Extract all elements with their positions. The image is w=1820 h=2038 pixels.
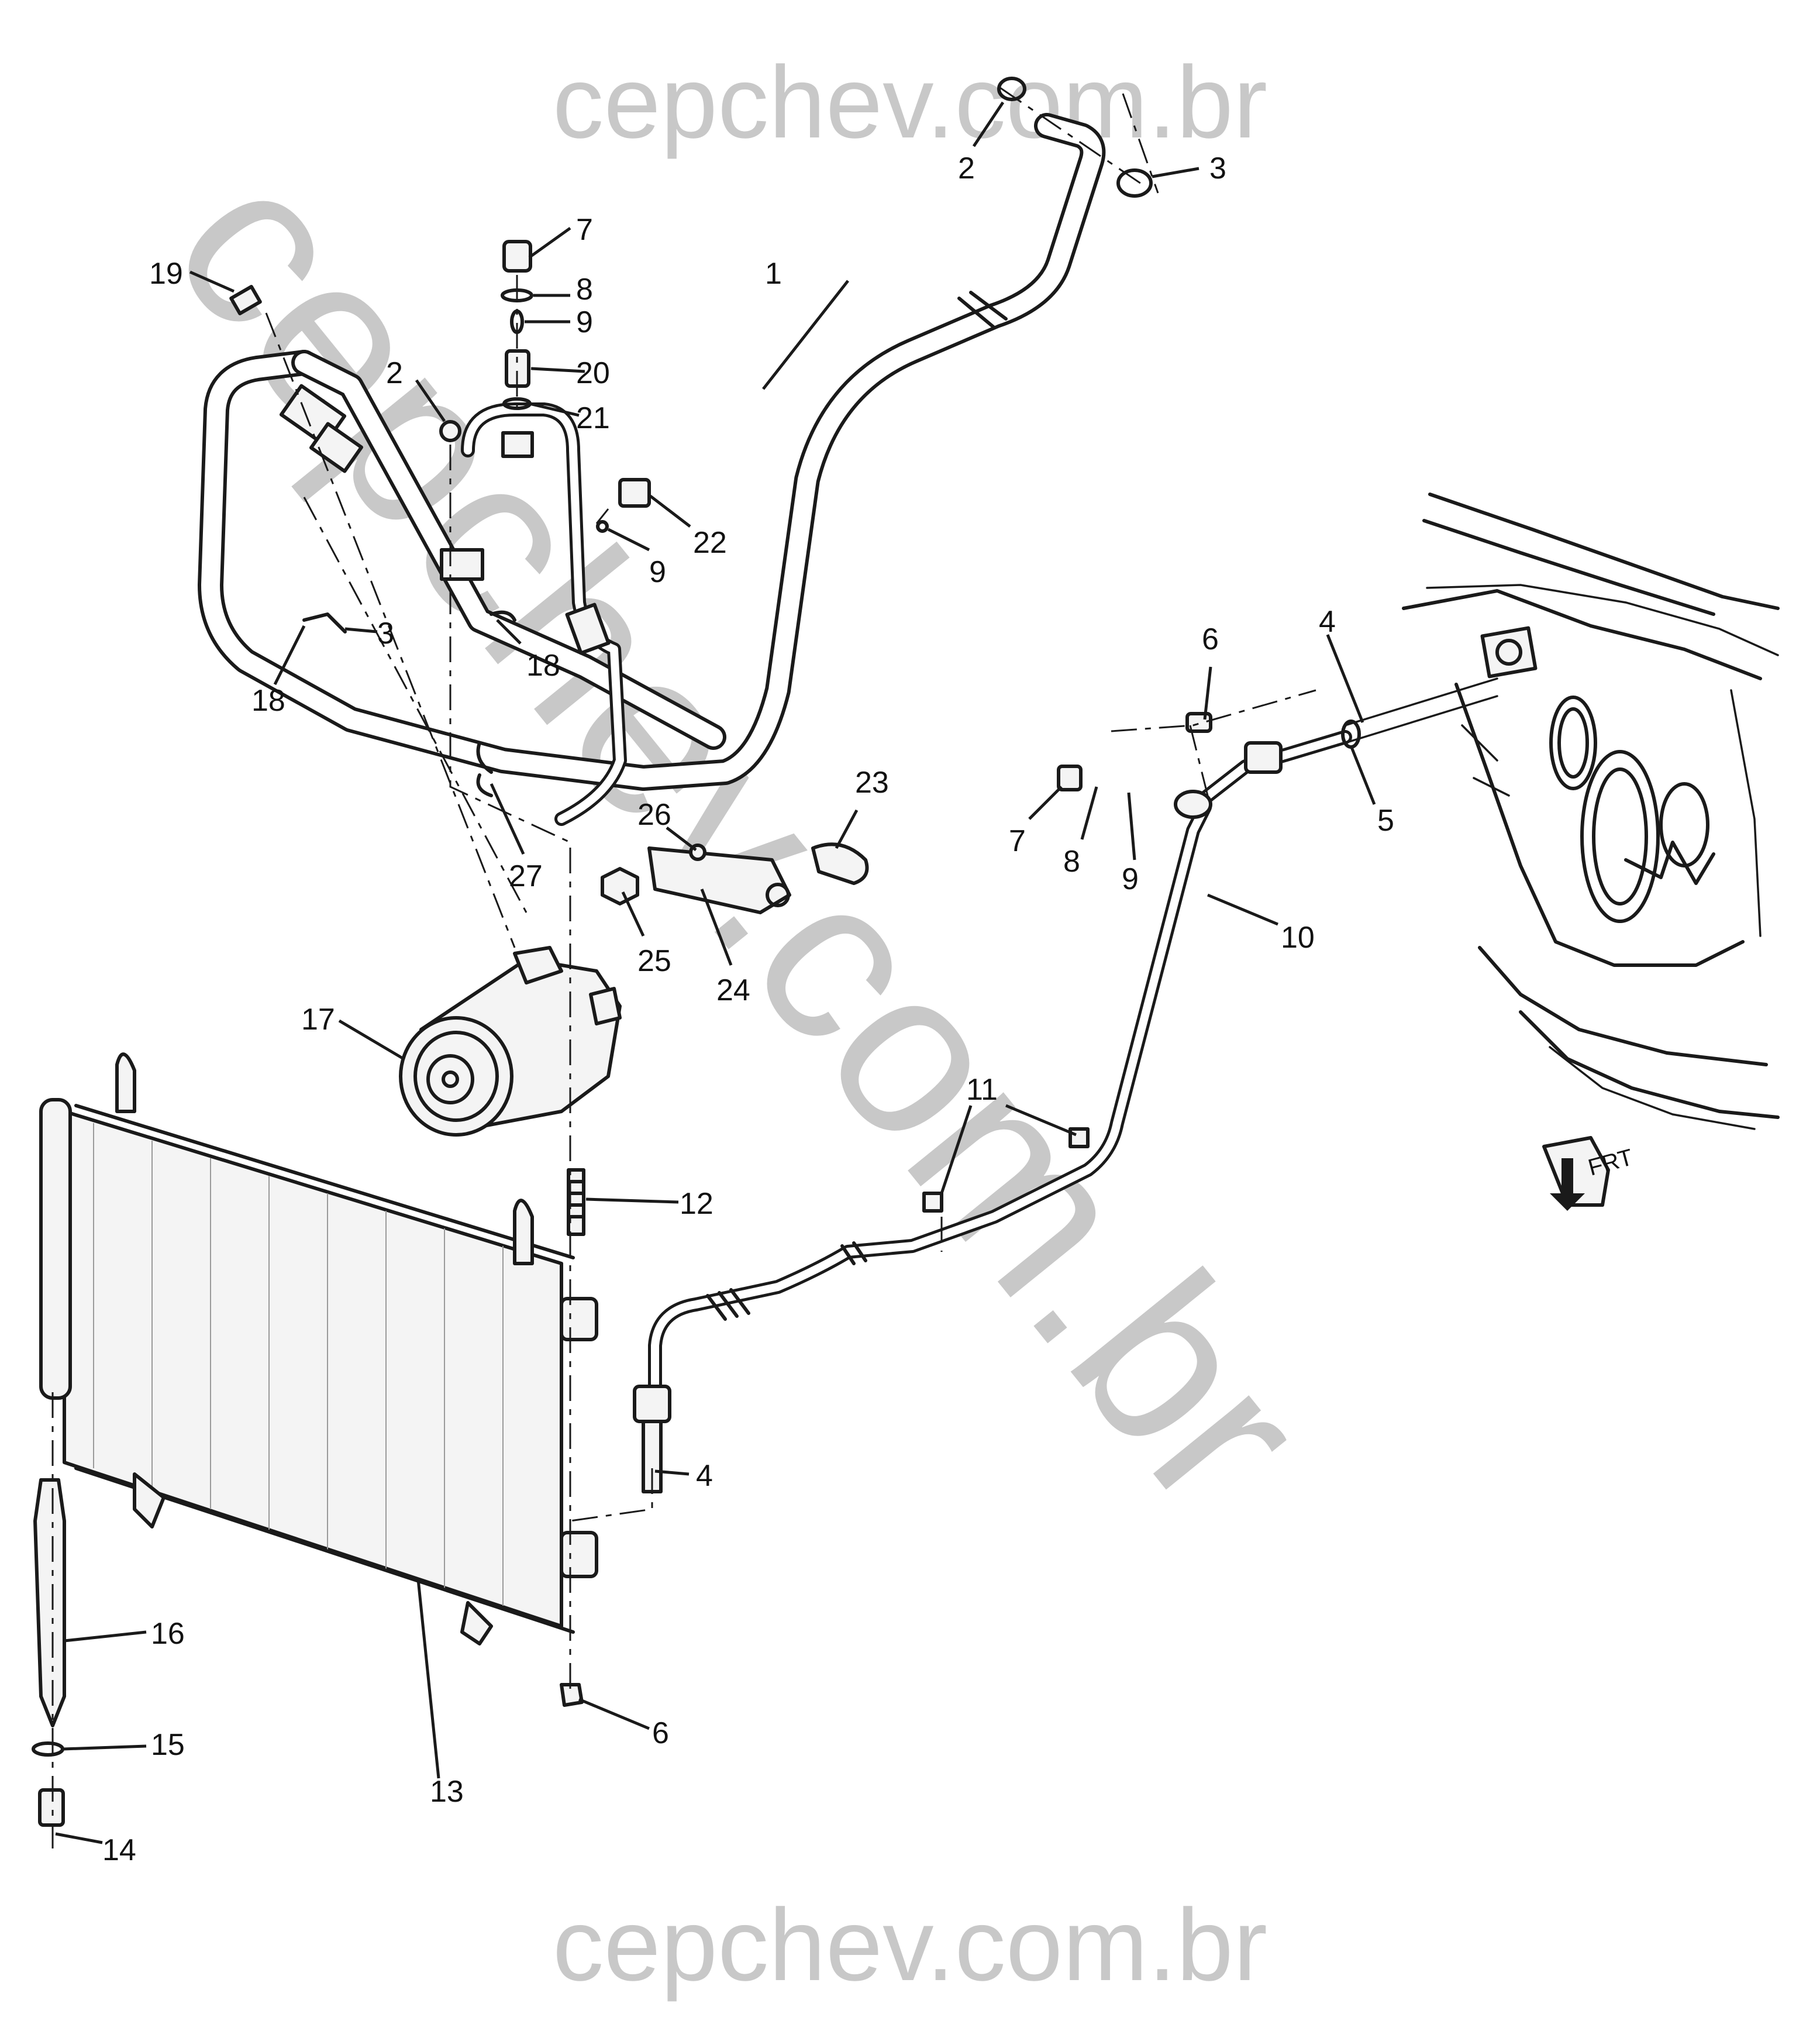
watermark-bottom: cepchev.com.br — [553, 1888, 1267, 2002]
alignment-centerlines — [51, 87, 1316, 1848]
callout-2: 2 — [386, 356, 403, 390]
callout-1: 1 — [765, 257, 782, 291]
callout-23: 23 — [855, 766, 889, 800]
callout-17: 17 — [301, 1003, 335, 1037]
callout-18: 18 — [251, 684, 285, 718]
callout-labels: 1 2 3 7 8 9 20 21 19 2 22 9 3 18 18 27 2… — [102, 152, 1394, 1867]
callout-15: 15 — [151, 1728, 185, 1762]
callout-4: 4 — [1319, 605, 1336, 639]
front-direction-indicator: FRT — [1542, 1136, 1636, 1211]
callout-8: 8 — [1063, 845, 1080, 879]
mounting-bracket — [601, 842, 869, 914]
callout-4: 4 — [696, 1459, 713, 1493]
receiver-dehydrator-parts — [32, 1478, 66, 1827]
callout-2: 2 — [958, 152, 975, 185]
callout-20: 20 — [576, 356, 610, 390]
watermark-top: cepchev.com.br — [553, 46, 1267, 160]
callout-26: 26 — [637, 798, 671, 832]
callout-9: 9 — [1122, 862, 1139, 896]
callout-6: 6 — [652, 1716, 669, 1750]
firewall-body-structure — [1402, 493, 1780, 1130]
suction-hose-assembly — [198, 113, 1106, 826]
callout-18: 18 — [526, 649, 560, 683]
callout-19: 19 — [149, 257, 183, 291]
callout-27: 27 — [509, 859, 543, 893]
callout-7: 7 — [1009, 824, 1026, 858]
callout-7: 7 — [576, 213, 593, 247]
callout-10: 10 — [1281, 921, 1315, 955]
callout-14: 14 — [102, 1833, 136, 1867]
condenser — [39, 1052, 598, 1707]
callout-5: 5 — [1377, 804, 1394, 838]
callout-6: 6 — [1202, 622, 1219, 656]
callout-16: 16 — [151, 1617, 185, 1651]
callout-13: 13 — [430, 1775, 464, 1809]
condenser-fins — [93, 1123, 504, 1606]
callout-9: 9 — [576, 305, 593, 339]
callout-11: 11 — [966, 1073, 998, 1107]
callout-25: 25 — [637, 944, 671, 978]
callout-leaders — [55, 101, 1376, 1844]
liquid-line — [633, 677, 1498, 1493]
callout-3: 3 — [377, 617, 394, 650]
callout-9: 9 — [649, 555, 666, 589]
callout-21: 21 — [576, 401, 610, 435]
callout-8: 8 — [576, 273, 593, 307]
callout-24: 24 — [716, 973, 750, 1007]
callout-12: 12 — [680, 1187, 713, 1221]
ac-compressor — [399, 946, 622, 1137]
callout-22: 22 — [693, 526, 727, 560]
callout-3: 3 — [1209, 152, 1226, 185]
